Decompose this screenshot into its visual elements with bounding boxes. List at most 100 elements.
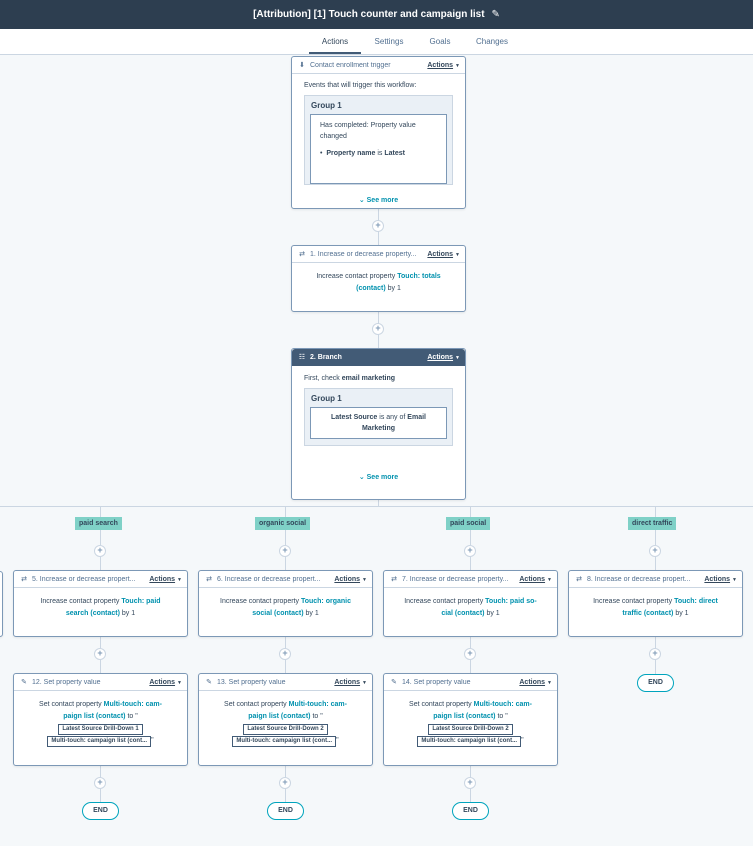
chevron-down-icon: ⌄ bbox=[358, 474, 365, 481]
actions-dropdown[interactable]: Actions▼ bbox=[334, 678, 367, 686]
see-more-link[interactable]: ⌄ See more bbox=[358, 474, 399, 481]
caret-down-icon: ▼ bbox=[547, 679, 552, 686]
see-more-link[interactable]: ⌄ See more bbox=[358, 197, 399, 204]
chevron-down-icon: ⌄ bbox=[358, 197, 365, 204]
workflow-title[interactable]: [Attribution] [1] Touch counter and camp… bbox=[253, 9, 485, 20]
connector bbox=[285, 506, 286, 571]
card-header: ⇄ 8. Increase or decrease propert... Act… bbox=[569, 571, 742, 588]
add-action-button[interactable]: + bbox=[464, 648, 476, 660]
action-card-7[interactable]: ⇄ 7. Increase or decrease property... Ac… bbox=[383, 570, 558, 637]
condition-text: Has completed: Property value changed bbox=[320, 122, 416, 140]
connector bbox=[470, 506, 471, 571]
card-header: ⇄ 7. Increase or decrease property... Ac… bbox=[384, 571, 557, 588]
tab-actions[interactable]: Actions bbox=[309, 29, 361, 54]
caret-down-icon: ▼ bbox=[362, 576, 367, 583]
actions-dropdown[interactable]: Actions▼ bbox=[427, 250, 460, 258]
caret-down-icon: ▼ bbox=[362, 679, 367, 686]
token-pill: Latest Source Drill-Down 1 bbox=[58, 724, 143, 735]
card-body: Set contact property Multi-touch: cam- p… bbox=[199, 691, 372, 755]
branch-label-paid-search[interactable]: paid search bbox=[75, 517, 122, 530]
card-header: ✎ 12. Set property value Actions▼ bbox=[14, 674, 187, 691]
pencil-icon[interactable]: ✎ bbox=[491, 9, 500, 20]
card-title: 5. Increase or decrease propert... bbox=[32, 575, 136, 583]
actions-dropdown[interactable]: Actions▼ bbox=[427, 353, 460, 361]
action-card-6[interactable]: ⇄ 6. Increase or decrease propert... Act… bbox=[198, 570, 373, 637]
actions-dropdown[interactable]: Actions▼ bbox=[427, 61, 460, 69]
edit-icon: ✎ bbox=[206, 679, 212, 686]
branch-label-organic-social[interactable]: organic social bbox=[255, 517, 311, 530]
actions-dropdown[interactable]: Actions▼ bbox=[149, 678, 182, 686]
actions-dropdown[interactable]: Actions▼ bbox=[704, 575, 737, 583]
token-pill: Multi-touch: campaign list (cont... bbox=[232, 736, 337, 747]
card-title: 8. Increase or decrease propert... bbox=[587, 575, 691, 583]
card-header: ⇄ 1. Increase or decrease property... Ac… bbox=[292, 246, 465, 263]
offscreen-card bbox=[0, 571, 3, 637]
token-pill: Latest Source Drill-Down 2 bbox=[428, 724, 513, 735]
card-header: ✎ 14. Set property value Actions▼ bbox=[384, 674, 557, 691]
actions-dropdown[interactable]: Actions▼ bbox=[519, 678, 552, 686]
condition-bullet: • Property name is Latest bbox=[320, 150, 405, 157]
tab-settings[interactable]: Settings bbox=[374, 37, 404, 46]
branch-icon: ☷ bbox=[298, 354, 306, 361]
end-node: END bbox=[637, 674, 674, 692]
workflow-title-bar: [Attribution] [1] Touch counter and camp… bbox=[0, 0, 753, 29]
swap-icon: ⇄ bbox=[299, 251, 305, 258]
enrollment-trigger-card[interactable]: ⬇ Contact enrollment trigger Actions▼ Ev… bbox=[291, 56, 466, 209]
add-action-button[interactable]: + bbox=[464, 545, 476, 557]
card-title: 6. Increase or decrease propert... bbox=[217, 575, 321, 583]
card-body: Increase contact property Touch: direct … bbox=[593, 598, 718, 617]
branch-label-paid-social[interactable]: paid social bbox=[446, 517, 491, 530]
card-body: Increase contact property Touch: paid so… bbox=[404, 598, 537, 617]
swap-icon: ⇄ bbox=[576, 576, 582, 583]
action-card-8[interactable]: ⇄ 8. Increase or decrease propert... Act… bbox=[568, 570, 743, 637]
card-header: ✎ 13. Set property value Actions▼ bbox=[199, 674, 372, 691]
token-pill: Multi-touch: campaign list (cont... bbox=[417, 736, 522, 747]
add-action-button[interactable]: + bbox=[94, 648, 106, 660]
card-title: 2. Branch bbox=[310, 353, 342, 361]
actions-dropdown[interactable]: Actions▼ bbox=[519, 575, 552, 583]
add-action-button[interactable]: + bbox=[649, 545, 661, 557]
trigger-condition: Has completed: Property value changed • … bbox=[310, 114, 447, 184]
swap-icon: ⇄ bbox=[206, 576, 212, 583]
action-card-12[interactable]: ✎ 12. Set property value Actions▼ Set co… bbox=[13, 673, 188, 766]
token-pill: Multi-touch: campaign list (cont... bbox=[47, 736, 152, 747]
add-action-button[interactable]: + bbox=[94, 777, 106, 789]
caret-down-icon: ▼ bbox=[177, 679, 182, 686]
add-action-button[interactable]: + bbox=[649, 648, 661, 660]
actions-dropdown[interactable]: Actions▼ bbox=[149, 575, 182, 583]
add-action-button[interactable]: + bbox=[279, 777, 291, 789]
add-action-button[interactable]: + bbox=[94, 545, 106, 557]
caret-down-icon: ▼ bbox=[547, 576, 552, 583]
action-card-13[interactable]: ✎ 13. Set property value Actions▼ Set co… bbox=[198, 673, 373, 766]
branch-condition: Latest Source is any of Email Marketing bbox=[310, 407, 447, 439]
card-body: Set contact property Multi-touch: cam- p… bbox=[14, 691, 187, 755]
swap-icon: ⇄ bbox=[391, 576, 397, 583]
card-title: 13. Set property value bbox=[217, 678, 286, 686]
tab-changes[interactable]: Changes bbox=[475, 37, 509, 46]
card-header: ⬇ Contact enrollment trigger Actions▼ bbox=[292, 57, 465, 74]
caret-down-icon: ▼ bbox=[455, 354, 460, 361]
card-body: Increase contact property Touch: paid se… bbox=[40, 598, 161, 617]
add-action-button[interactable]: + bbox=[372, 323, 384, 335]
action-card-14[interactable]: ✎ 14. Set property value Actions▼ Set co… bbox=[383, 673, 558, 766]
tab-goals[interactable]: Goals bbox=[429, 37, 451, 46]
connector bbox=[655, 506, 656, 571]
card-title: 7. Increase or decrease property... bbox=[402, 575, 509, 583]
add-action-button[interactable]: + bbox=[279, 545, 291, 557]
branch-label-direct-traffic[interactable]: direct traffic bbox=[628, 517, 677, 530]
card-body: Increase contact property Touch: totals … bbox=[316, 273, 441, 292]
action-card-5[interactable]: ⇄ 5. Increase or decrease propert... Act… bbox=[13, 570, 188, 637]
add-action-button[interactable]: + bbox=[464, 777, 476, 789]
add-action-button[interactable]: + bbox=[279, 648, 291, 660]
trigger-group: Group 1 Has completed: Property value ch… bbox=[304, 95, 453, 185]
add-action-button[interactable]: + bbox=[372, 220, 384, 232]
branch-card[interactable]: ☷ 2. Branch Actions▼ First, check email … bbox=[291, 348, 466, 500]
actions-dropdown[interactable]: Actions▼ bbox=[334, 575, 367, 583]
card-title: 12. Set property value bbox=[32, 678, 101, 686]
end-node: END bbox=[267, 802, 304, 820]
branch-connector bbox=[0, 506, 753, 507]
card-body: Set contact property Multi-touch: cam- p… bbox=[384, 691, 557, 755]
edit-icon: ✎ bbox=[21, 679, 27, 686]
action-card-1[interactable]: ⇄ 1. Increase or decrease property... Ac… bbox=[291, 245, 466, 312]
group-title: Group 1 bbox=[311, 101, 342, 110]
